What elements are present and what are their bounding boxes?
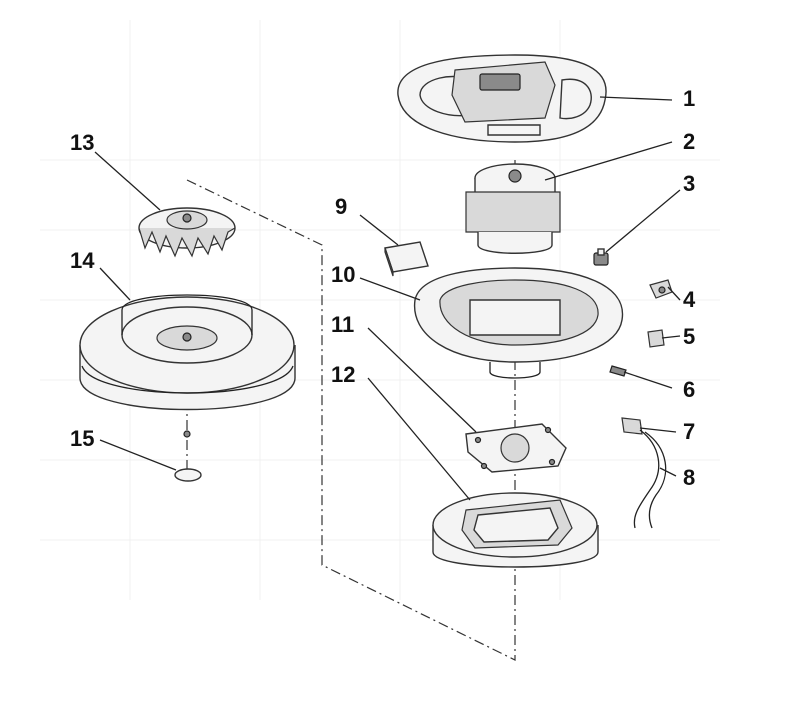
- part-11-mounting-plate: [465, 423, 567, 473]
- part-1-handle-cover: [397, 54, 607, 143]
- callout-8: 8: [683, 465, 695, 490]
- part-2-motor: [465, 163, 561, 254]
- callout-4: 4: [683, 287, 696, 312]
- part-8-power-cord: [633, 429, 667, 529]
- callout-3: 3: [683, 171, 695, 196]
- part-3-switch: [593, 248, 609, 266]
- callout-10: 10: [331, 262, 355, 287]
- part-7-cord-clamp: [621, 417, 643, 435]
- part-5-bracket: [647, 329, 665, 348]
- assembly-axis-lines: [186, 160, 516, 661]
- part-13-fan: [138, 207, 236, 258]
- callout-7: 7: [683, 419, 695, 444]
- callout-13: 13: [70, 130, 94, 155]
- part-14-shroud: [79, 294, 296, 411]
- leader-lines: [94, 96, 681, 501]
- callout-5: 5: [683, 324, 695, 349]
- part-12-pad-driver: [432, 492, 599, 568]
- part-6-pin: [609, 365, 627, 377]
- part-4-clip: [649, 279, 673, 299]
- callout-6: 6: [683, 377, 695, 402]
- callout-11: 11: [331, 312, 354, 337]
- part-15-washer: [174, 430, 202, 482]
- callout-14: 14: [70, 248, 95, 273]
- callout-9: 9: [335, 194, 347, 219]
- part-10-base-housing: [413, 267, 624, 379]
- callout-2: 2: [683, 129, 695, 154]
- callout-15: 15: [70, 426, 94, 451]
- callout-12: 12: [331, 362, 355, 387]
- part-9-capacitor: [384, 241, 429, 277]
- callout-labels: 1 2 3 4 5 6 7 8 9 10 11 12 13 14 15: [70, 86, 696, 490]
- callout-1: 1: [683, 86, 695, 111]
